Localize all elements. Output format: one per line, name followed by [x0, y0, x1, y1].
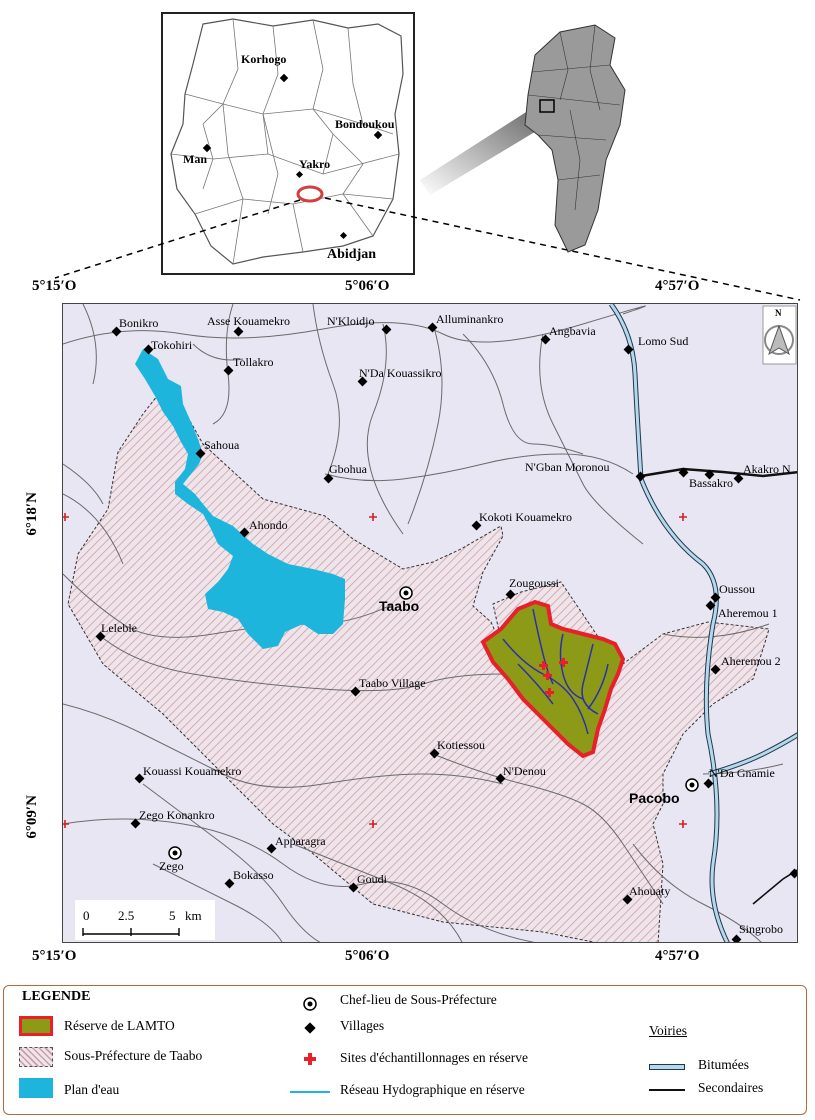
sample-site-icon — [304, 1053, 316, 1065]
swatch-secondary-road — [649, 1089, 685, 1091]
place-taabo-village: Taabo Village — [359, 676, 426, 690]
legend-chef-lieu-label: Chef-lieu de Sous-Préfecture — [340, 992, 497, 1007]
swatch-sous-prefecture — [19, 1047, 53, 1067]
place-tokohiri: Tokohiri — [151, 338, 193, 352]
place-kokoti-kouamekro: Kokoti Kouamekro — [479, 510, 572, 524]
place-asse-kouamekro: Asse Kouamekro — [207, 314, 290, 328]
scale-unit: km — [185, 908, 202, 923]
secondary-road-east — [640, 467, 797, 478]
north-arrow-icon — [762, 305, 797, 365]
north-label: N — [775, 308, 782, 318]
cote-divoire-outline — [170, 18, 404, 265]
place-ahondo: Ahondo — [249, 518, 288, 532]
place-nda-gnamie: N'Da Gnamie — [709, 766, 775, 780]
place-ndenou: N'Denou — [503, 764, 546, 778]
lat-label-left-1: 6°18′N — [24, 492, 40, 536]
africa-locator-map — [420, 24, 626, 253]
place-kouassi-kouamekro: Kouassi Kouamekro — [143, 764, 242, 778]
town-taabo: Taabo — [379, 598, 420, 614]
place-nkloidjo: N'Kloidjo — [327, 314, 375, 328]
main-map-frame: Bonikro Asse Kouamekro N'Kloidjo Allumin… — [62, 303, 798, 943]
sous-prefecture-area — [67, 381, 770, 942]
lon-label-bottom-3: 4°57′O — [655, 948, 700, 964]
legend-reseau-label: Réseau Hydographique en réserve — [340, 1082, 525, 1097]
lon-label-bottom-1: 5°15′O — [32, 948, 77, 964]
legend-reserve-label: Réserve de LAMTO — [64, 1018, 175, 1033]
place-gbohua: Gbohua — [329, 462, 367, 476]
place-zougoussi: Zougoussi — [509, 576, 560, 590]
swatch-plan-eau — [19, 1078, 53, 1098]
place-goudi: Goudi — [357, 872, 387, 886]
place-singrobo: Singrobo — [739, 922, 784, 936]
scale-bar-line — [82, 928, 180, 936]
place-alluminankro: Alluminankro — [436, 312, 504, 326]
lake-taabo — [135, 349, 345, 649]
place-apparagra: Apparagra — [275, 834, 326, 848]
taabo-locator-ellipse — [296, 185, 324, 203]
village-icon — [304, 1022, 316, 1034]
lon-label-top-2: 5°06′O — [345, 278, 390, 294]
legend-voiries-title: Voiries — [649, 1023, 688, 1038]
legend-sous-prefecture-label: Sous-Préfecture de Taabo — [64, 1048, 203, 1063]
town-zego: Zego — [159, 859, 184, 873]
legend-secondaires-label: Secondaires — [698, 1080, 764, 1095]
sample-sites — [539, 658, 568, 697]
graticule-marks — [63, 513, 687, 828]
africa-outline — [524, 24, 626, 253]
inset-city-yakro: Yakro — [299, 157, 331, 171]
lon-label-top-3: 4°57′O — [655, 278, 700, 294]
place-bonikro: Bonikro — [119, 316, 159, 330]
lat-label-left-2: 6°09′N — [24, 795, 40, 839]
place-oussou: Oussou — [719, 582, 756, 596]
main-map-canvas — [63, 304, 797, 942]
place-tollakro: Tollakro — [233, 355, 274, 369]
place-nda-kouassikro: N'Da Kouassikro — [359, 366, 442, 380]
place-angbavia: Angbavia — [549, 324, 596, 338]
legend-sites-label: Sites d'échantillonnages en réserve — [340, 1050, 528, 1065]
cote-divoire-locator-box — [539, 99, 555, 113]
inset-city-korhogo: Korhogo — [241, 52, 287, 66]
swatch-hydro-line — [290, 1091, 330, 1093]
legend-bitumees-label: Bitumées — [698, 1057, 749, 1072]
place-bassakro: Bassakro — [689, 476, 733, 490]
place-zego-konankro: Zego Konankro — [139, 808, 215, 822]
swatch-reserve — [19, 1016, 53, 1036]
place-ahouaty: Ahouaty — [629, 884, 671, 898]
legend-box: LEGENDE Réserve de LAMTO Sous-Préfecture… — [3, 985, 807, 1115]
chef-lieu-icon — [303, 997, 317, 1011]
legend-title: LEGENDE — [22, 989, 91, 1004]
scale-tick-0: 0 — [83, 908, 90, 923]
scale-tick-2-5: 2.5 — [118, 908, 135, 923]
legend-villages-label: Villages — [340, 1018, 385, 1033]
lon-label-bottom-2: 5°06′O — [345, 948, 390, 964]
scale-tick-5: 5 — [169, 908, 176, 923]
place-akakro: Akakro N — [743, 462, 791, 476]
projection-wedge — [420, 98, 558, 195]
inset-city-abidjan: Abidjan — [327, 247, 377, 262]
place-aheremou-2: Aheremou 2 — [721, 654, 781, 668]
town-pacobo: Pacobo — [629, 790, 680, 806]
inset-city-man: Man — [183, 152, 207, 166]
extension-lines — [54, 197, 801, 301]
place-kotiessou: Kotiessou — [437, 738, 485, 752]
reserve-hydro-network — [502, 608, 609, 735]
place-aheremou-1: Aheremou 1 — [718, 606, 778, 620]
inset-city-bondoukou: Bondoukou — [335, 117, 395, 131]
legend-plan-eau-label: Plan d'eau — [64, 1082, 120, 1097]
place-lomo-sud: Lomo Sud — [638, 334, 689, 348]
chef-lieu-markers — [168, 586, 699, 860]
place-bokasso: Bokasso — [233, 868, 274, 882]
place-leleble: Leleble — [101, 621, 137, 635]
swatch-paved-road — [649, 1064, 685, 1070]
place-sahoua: Sahoua — [204, 438, 240, 452]
place-ngban-moronou: N'Gban Moronou — [525, 460, 610, 474]
lon-label-top-1: 5°15′O — [32, 278, 77, 294]
